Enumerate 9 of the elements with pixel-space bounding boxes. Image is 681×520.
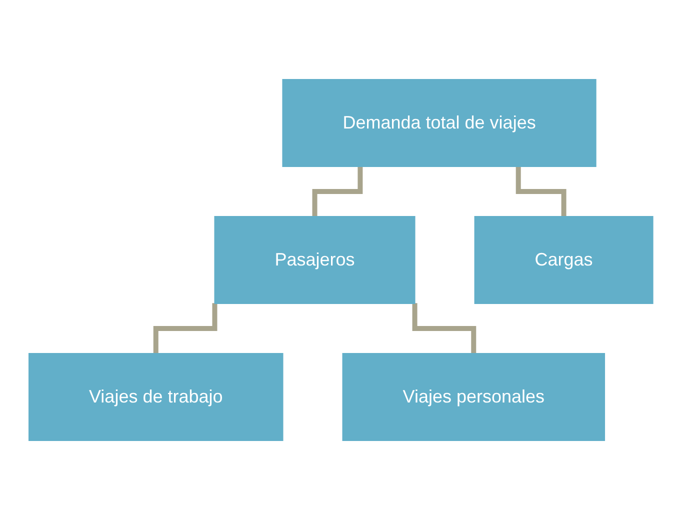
connector [515, 166, 566, 219]
node-box: Viajes de trabajo [28, 353, 283, 441]
node-box: Viajes personales [342, 353, 605, 441]
node-box: Cargas [474, 216, 653, 304]
node-box: Pasajeros [214, 216, 415, 304]
connector [312, 166, 362, 219]
connector [412, 303, 476, 356]
connector [152, 303, 217, 356]
node-box: Demanda total de viajes [282, 79, 596, 167]
